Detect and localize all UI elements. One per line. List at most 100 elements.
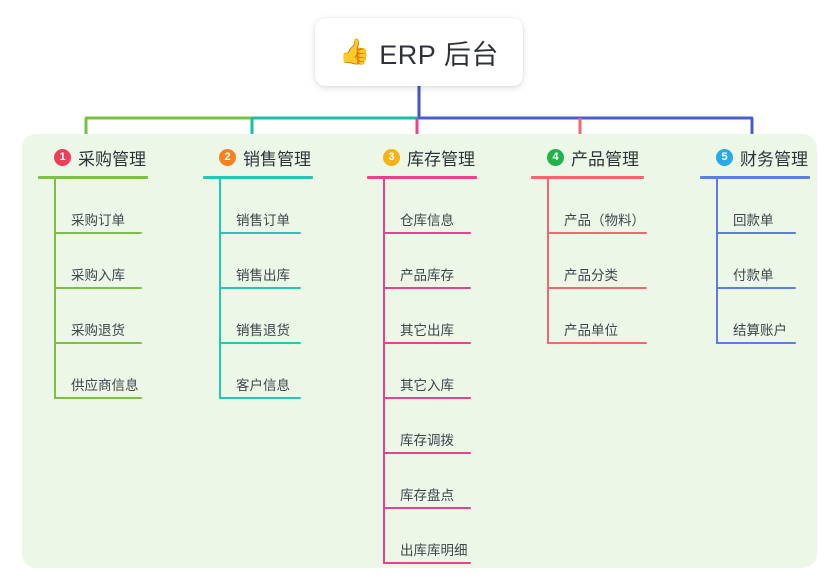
branch-item-rule xyxy=(383,452,471,454)
branch-item-rule xyxy=(54,397,142,399)
branch-item-label: 库存盘点 xyxy=(400,488,454,503)
branch-item-rule xyxy=(383,232,471,234)
branch-header-rule-2 xyxy=(203,176,313,179)
branch-children-1: 采购订单采购入库采购退货供应商信息 xyxy=(54,179,168,399)
branch-item[interactable]: 销售订单 xyxy=(219,179,333,234)
branch-item[interactable]: 销售退货 xyxy=(219,289,333,344)
branch-item-rule xyxy=(219,397,301,399)
branch-header-1[interactable]: 1 采购管理 xyxy=(38,144,168,170)
branch-item[interactable]: 回款单 xyxy=(716,179,822,234)
branch-item-label: 结算账户 xyxy=(733,323,787,338)
branch-item-rule xyxy=(716,342,796,344)
branch-item-rule xyxy=(383,562,471,564)
branch-item-label: 回款单 xyxy=(733,213,774,228)
branch-badge-5: 5 xyxy=(716,148,733,166)
branch-item-label: 销售订单 xyxy=(236,213,290,228)
branch-item-label: 产品库存 xyxy=(400,268,454,283)
branch-item[interactable]: 销售出库 xyxy=(219,234,333,289)
branch-item-rule xyxy=(547,287,647,289)
branch-item-label: 库存调拨 xyxy=(400,433,454,448)
branch-column-5: 5 财务管理回款单付款单结算账户 xyxy=(700,144,822,344)
branch-item[interactable]: 库存调拨 xyxy=(383,399,497,454)
branch-spine-3 xyxy=(383,179,385,564)
branch-header-3[interactable]: 3 库存管理 xyxy=(367,144,497,170)
branch-item-label: 采购订单 xyxy=(71,213,125,228)
branch-item[interactable]: 其它出库 xyxy=(383,289,497,344)
branch-item-label: 采购退货 xyxy=(71,323,125,338)
branch-item-rule xyxy=(547,342,647,344)
branch-title-5: 财务管理 xyxy=(740,149,808,169)
branch-item[interactable]: 客户信息 xyxy=(219,344,333,399)
branch-children-2: 销售订单销售出库销售退货客户信息 xyxy=(219,179,333,399)
branch-item-rule xyxy=(219,342,301,344)
branch-item-rule xyxy=(547,232,647,234)
branch-item[interactable]: 结算账户 xyxy=(716,289,822,344)
branch-column-4: 4 产品管理产品（物料） 产品分类产品单位 xyxy=(531,144,666,344)
branch-item[interactable]: 产品单位 xyxy=(547,289,666,344)
branch-item[interactable]: 采购退货 xyxy=(54,289,168,344)
branch-item-rule xyxy=(383,397,471,399)
root-node-title: ERP 后台 xyxy=(379,39,499,70)
branch-spine-2 xyxy=(219,179,221,399)
branch-item[interactable]: 产品库存 xyxy=(383,234,497,289)
branch-item-label: 供应商信息 xyxy=(71,378,139,393)
branch-spine-4 xyxy=(547,179,549,344)
branch-item[interactable]: 供应商信息 xyxy=(54,344,168,399)
branch-item-label: 产品（物料） xyxy=(564,213,645,228)
branch-item-label: 销售出库 xyxy=(236,268,290,283)
branch-item-rule xyxy=(54,232,142,234)
branch-item-rule xyxy=(54,342,142,344)
branch-item-rule xyxy=(219,287,301,289)
branch-item[interactable]: 产品（物料） xyxy=(547,179,666,234)
branch-item-rule xyxy=(383,342,471,344)
branch-badge-3: 3 xyxy=(383,148,400,166)
branch-header-rule-5 xyxy=(700,176,810,179)
branch-item-rule xyxy=(383,287,471,289)
branch-spine-1 xyxy=(54,179,56,399)
branch-item-label: 产品分类 xyxy=(564,268,618,283)
branch-badge-1: 1 xyxy=(54,148,71,166)
branch-item[interactable]: 采购入库 xyxy=(54,234,168,289)
branch-item-label: 产品单位 xyxy=(564,323,618,338)
branch-column-1: 1 采购管理采购订单采购入库采购退货供应商信息 xyxy=(38,144,168,399)
branch-children-5: 回款单付款单结算账户 xyxy=(716,179,822,344)
branch-item[interactable]: 库存盘点 xyxy=(383,454,497,509)
branch-header-rule-4 xyxy=(531,176,644,179)
branch-item[interactable]: 采购订单 xyxy=(54,179,168,234)
branch-item-rule xyxy=(54,287,142,289)
branch-item-label: 其它入库 xyxy=(400,378,454,393)
branch-item-rule xyxy=(383,507,471,509)
root-node[interactable]: 👍 ERP 后台 xyxy=(315,18,523,86)
branch-title-4: 产品管理 xyxy=(571,149,639,169)
branch-children-4: 产品（物料） 产品分类产品单位 xyxy=(547,179,666,344)
branch-item-label: 仓库信息 xyxy=(400,213,454,228)
branch-title-3: 库存管理 xyxy=(407,149,475,169)
branch-title-2: 销售管理 xyxy=(243,149,311,169)
branch-item[interactable]: 付款单 xyxy=(716,234,822,289)
branch-title-1: 采购管理 xyxy=(78,149,146,169)
branch-spine-5 xyxy=(716,179,718,344)
branch-badge-4: 4 xyxy=(547,148,564,166)
branch-item-label: 其它出库 xyxy=(400,323,454,338)
branch-children-3: 仓库信息产品库存其它出库其它入库库存调拨库存盘点出库库明细 xyxy=(383,179,497,564)
branch-item-rule xyxy=(219,232,301,234)
branch-item-label: 采购入库 xyxy=(71,268,125,283)
branch-header-rule-1 xyxy=(38,176,148,179)
branch-header-5[interactable]: 5 财务管理 xyxy=(700,144,822,170)
branch-item-rule xyxy=(716,287,796,289)
thumbs-up-icon: 👍 xyxy=(339,37,371,66)
diagram-panel xyxy=(22,134,817,568)
branch-item[interactable]: 其它入库 xyxy=(383,344,497,399)
branch-column-3: 3 库存管理仓库信息产品库存其它出库其它入库库存调拨库存盘点出库库明细 xyxy=(367,144,497,564)
branch-item[interactable]: 出库库明细 xyxy=(383,509,497,564)
branch-item-label: 付款单 xyxy=(733,268,774,283)
branch-item-label: 出库库明细 xyxy=(400,543,468,558)
branch-item[interactable]: 仓库信息 xyxy=(383,179,497,234)
branch-header-4[interactable]: 4 产品管理 xyxy=(531,144,666,170)
branch-item[interactable]: 产品分类 xyxy=(547,234,666,289)
branch-item-rule xyxy=(716,232,796,234)
root-node-content: 👍 ERP 后台 xyxy=(339,33,499,72)
